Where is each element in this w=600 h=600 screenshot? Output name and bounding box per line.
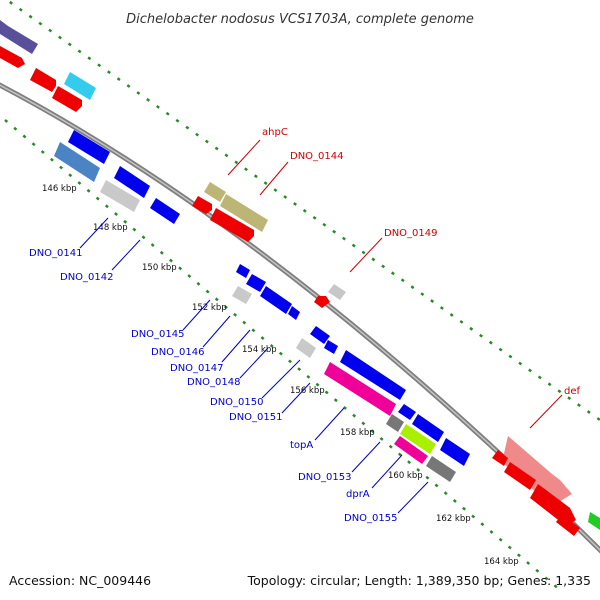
- gene-feature[interactable]: [426, 456, 456, 482]
- gene-feature[interactable]: [246, 274, 266, 292]
- gene-feature[interactable]: [288, 306, 300, 320]
- forward-strand-genes: [0, 20, 600, 536]
- gene-feature[interactable]: [220, 194, 268, 232]
- label-leader-line: [371, 454, 403, 489]
- tick-label: 150 kbp: [142, 263, 177, 273]
- gene-label[interactable]: DNO_0141: [29, 248, 83, 259]
- reverse-gene-labels: DNO_0141 DNO_0142 DNO_0145 DNO_0146 DNO_…: [29, 217, 429, 524]
- tick-label: 154 kbp: [242, 345, 277, 355]
- forward-gene-labels: ahpC DNO_0144 DNO_0149 def: [227, 127, 581, 429]
- gene-feature[interactable]: [588, 512, 600, 530]
- gene-feature[interactable]: [440, 438, 470, 466]
- gene-feature[interactable]: [150, 198, 180, 224]
- gene-label[interactable]: DNO_0145: [131, 329, 185, 340]
- label-leader-line: [261, 359, 301, 399]
- tick-label: 164 kbp: [484, 557, 519, 567]
- label-leader-line: [314, 407, 345, 441]
- gene-label[interactable]: DNO_0153: [298, 472, 352, 483]
- label-leader-line: [202, 315, 231, 348]
- gene-feature[interactable]: [412, 414, 444, 442]
- gene-feature[interactable]: [192, 196, 212, 214]
- gene-feature[interactable]: [310, 326, 330, 344]
- gene-feature[interactable]: [210, 208, 254, 242]
- gene-feature[interactable]: [0, 20, 38, 54]
- label-leader-line: [259, 161, 289, 196]
- gene-label[interactable]: DNO_0155: [344, 513, 398, 524]
- gene-feature[interactable]: [328, 284, 346, 300]
- gene-label[interactable]: DNO_0146: [151, 347, 205, 358]
- label-leader-line: [227, 139, 261, 176]
- gene-label[interactable]: DNO_0151: [229, 412, 283, 423]
- gene-feature[interactable]: [114, 166, 150, 198]
- tick-label: 160 kbp: [388, 471, 423, 481]
- accession-text: Accession: NC_009446: [9, 573, 152, 588]
- label-leader-line: [397, 481, 429, 514]
- gene-feature[interactable]: [504, 462, 536, 490]
- tick-label: 162 kbp: [436, 514, 471, 524]
- gene-feature[interactable]: [492, 450, 508, 466]
- gene-feature[interactable]: [204, 182, 226, 202]
- tick-label: 158 kbp: [340, 428, 375, 438]
- label-leader-line: [111, 239, 141, 271]
- gene-feature[interactable]: [314, 296, 330, 308]
- gene-feature[interactable]: [260, 286, 292, 314]
- gene-label[interactable]: dprA: [346, 489, 370, 500]
- gene-label[interactable]: DNO_0147: [170, 363, 224, 374]
- label-leader-line: [239, 347, 269, 379]
- gene-feature[interactable]: [30, 68, 56, 92]
- topology-stats-text: Topology: circular; Length: 1,389,350 bp…: [247, 573, 591, 588]
- tick-label: 156 kbp: [290, 386, 325, 396]
- label-leader-line: [529, 394, 563, 429]
- gene-feature[interactable]: [400, 424, 436, 454]
- label-leader-line: [351, 441, 381, 473]
- gene-feature[interactable]: [502, 436, 572, 506]
- label-leader-line: [221, 329, 251, 363]
- gene-feature[interactable]: [232, 286, 252, 304]
- label-leader-line: [281, 382, 311, 414]
- gene-feature[interactable]: [530, 484, 576, 526]
- gene-label[interactable]: DNO_0150: [210, 397, 264, 408]
- gene-label[interactable]: ahpC: [262, 127, 288, 138]
- gene-feature[interactable]: [296, 338, 316, 358]
- gene-label[interactable]: DNO_0142: [60, 272, 114, 283]
- gene-feature[interactable]: [340, 350, 406, 400]
- gene-feature[interactable]: [386, 414, 404, 432]
- gene-feature[interactable]: [100, 180, 140, 212]
- gene-feature[interactable]: [68, 130, 110, 164]
- gene-feature[interactable]: [54, 142, 100, 182]
- gene-feature[interactable]: [64, 72, 96, 100]
- gene-label[interactable]: DNO_0148: [187, 377, 241, 388]
- gene-feature[interactable]: [394, 436, 428, 464]
- label-leader-line: [349, 237, 383, 273]
- tick-label: 152 kbp: [192, 303, 227, 313]
- gene-label[interactable]: topA: [290, 440, 313, 451]
- gene-feature[interactable]: [52, 86, 82, 112]
- gene-label[interactable]: DNO_0149: [384, 228, 438, 239]
- gene-feature[interactable]: [324, 340, 338, 354]
- map-title: Dichelobacter nodosus VCS1703A, complete…: [126, 12, 474, 27]
- label-leader-line: [79, 217, 109, 249]
- gene-feature[interactable]: [324, 362, 396, 416]
- reverse-strand-genes: [54, 130, 470, 482]
- label-leader-line: [182, 299, 211, 331]
- gene-feature[interactable]: [556, 514, 580, 536]
- gene-label[interactable]: def: [564, 386, 581, 397]
- gene-label[interactable]: DNO_0144: [290, 151, 344, 162]
- tick-labels: 146 kbp 148 kbp 150 kbp 152 kbp 154 kbp …: [42, 184, 519, 567]
- gene-feature[interactable]: [0, 46, 25, 68]
- gene-feature[interactable]: [398, 404, 416, 420]
- gene-feature[interactable]: [236, 264, 250, 278]
- tick-label: 148 kbp: [93, 223, 128, 233]
- tick-label: 146 kbp: [42, 184, 77, 194]
